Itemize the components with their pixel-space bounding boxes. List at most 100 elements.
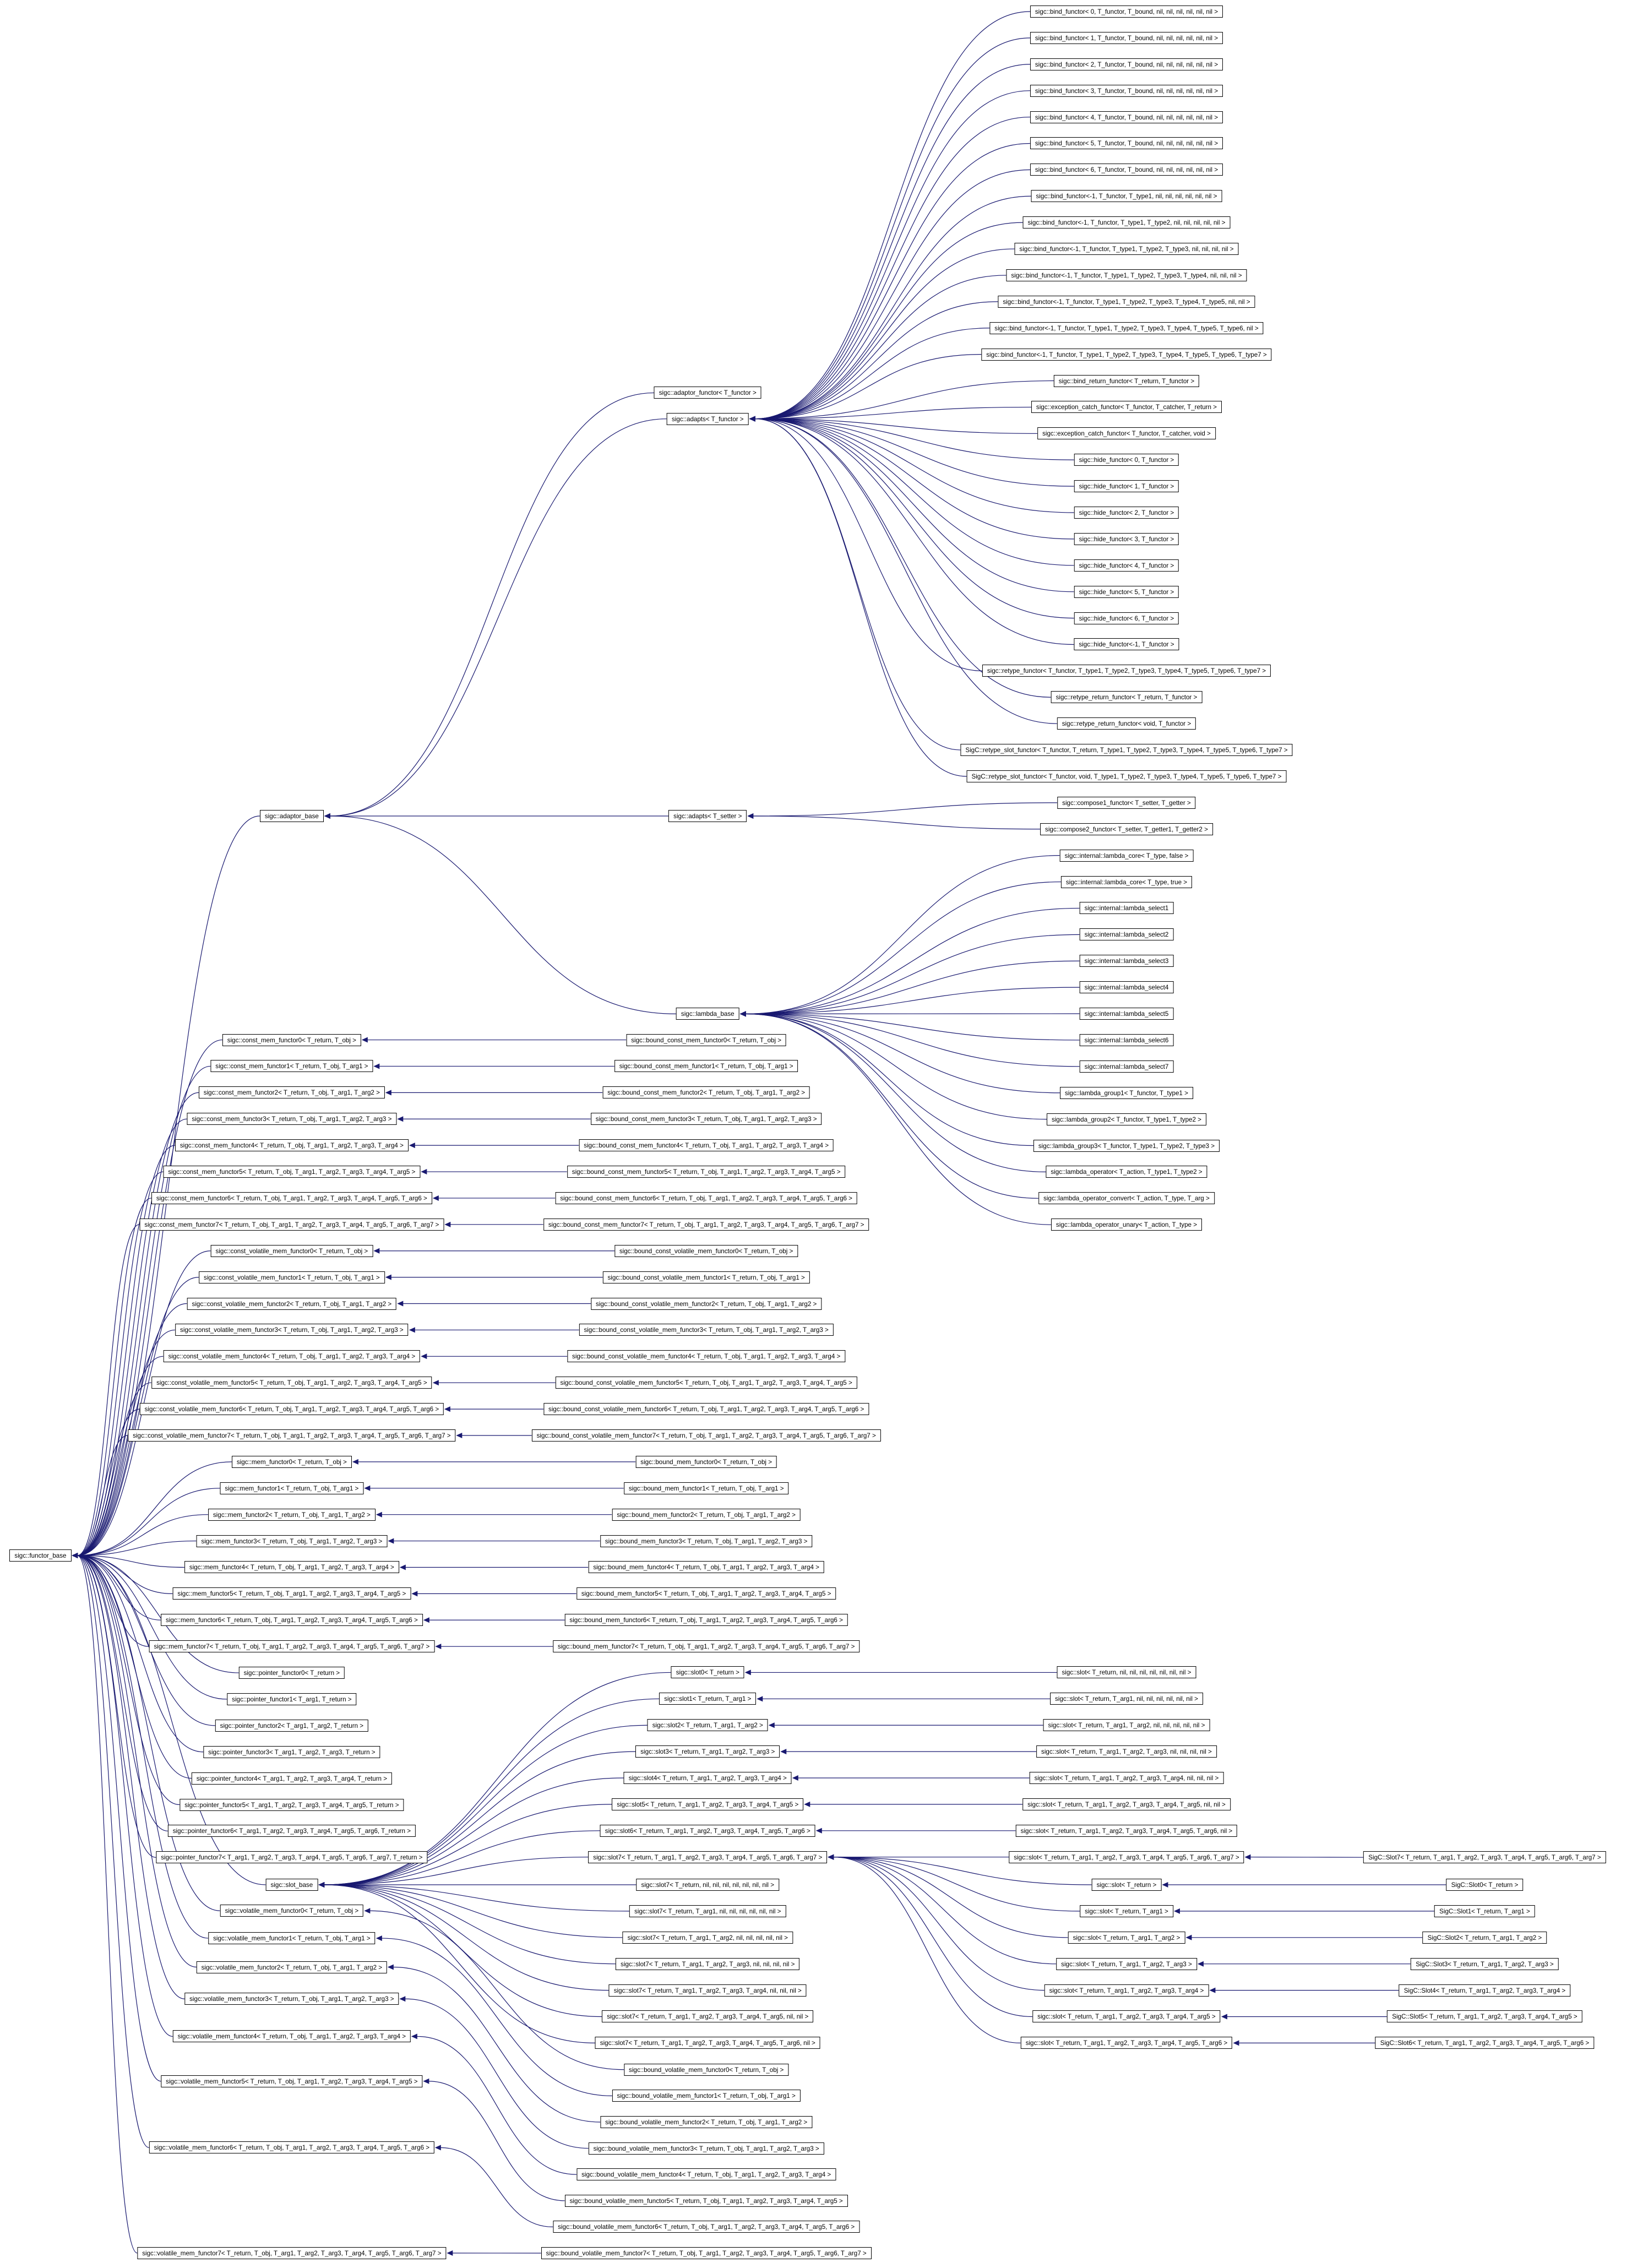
class-node[interactable]: sigc::const_mem_functor5< T_return, T_ob… xyxy=(163,1166,421,1178)
class-node[interactable]: sigc::const_volatile_mem_functor2< T_ret… xyxy=(187,1297,397,1310)
class-node[interactable]: sigc::bound_const_volatile_mem_functor3<… xyxy=(579,1324,834,1336)
class-node[interactable]: sigc::bound_mem_functor6< T_return, T_ob… xyxy=(564,1614,848,1627)
class-node[interactable]: sigc::volatile_mem_functor7< T_return, T… xyxy=(137,2247,447,2259)
class-node[interactable]: sigc::internal::lambda_select5 xyxy=(1079,1008,1174,1020)
class-node[interactable]: sigc::hide_functor< 0, T_functor > xyxy=(1074,454,1179,466)
class-node[interactable]: sigc::bind_functor<-1, T_functor, T_type… xyxy=(981,348,1272,361)
class-node[interactable]: sigc::adaptor_functor< T_functor > xyxy=(654,387,761,399)
class-node[interactable]: sigc::slot< T_return, T_arg1, T_arg2, T_… xyxy=(1056,1957,1197,1970)
class-node[interactable]: SigC::Slot4< T_return, T_arg1, T_arg2, T… xyxy=(1399,1984,1571,1997)
class-node[interactable]: sigc::bound_mem_functor2< T_return, T_ob… xyxy=(612,1508,801,1521)
class-node[interactable]: sigc::bind_functor<-1, T_functor, T_type… xyxy=(1006,269,1247,281)
class-node[interactable]: sigc::compose2_functor< T_setter, T_gett… xyxy=(1040,823,1213,835)
class-node[interactable]: sigc::internal::lambda_select4 xyxy=(1079,981,1174,994)
class-node[interactable]: sigc::bound_const_volatile_mem_functor4<… xyxy=(567,1350,846,1363)
class-node[interactable]: sigc::bound_mem_functor5< T_return, T_ob… xyxy=(576,1587,836,1600)
class-node[interactable]: sigc::bound_const_mem_functor0< T_return… xyxy=(626,1034,787,1046)
class-node[interactable]: sigc::retype_functor< T_functor, T_type1… xyxy=(982,665,1271,677)
class-node[interactable]: sigc::volatile_mem_functor4< T_return, T… xyxy=(172,2030,411,2043)
class-node[interactable]: sigc::hide_functor<-1, T_functor > xyxy=(1074,638,1179,651)
class-node[interactable]: sigc::volatile_mem_functor6< T_return, T… xyxy=(149,2141,435,2154)
class-node[interactable]: sigc::slot2< T_return, T_arg1, T_arg2 > xyxy=(647,1719,768,1732)
class-node[interactable]: sigc::lambda_base xyxy=(676,1008,739,1020)
class-node[interactable]: sigc::mem_functor7< T_return, T_obj, T_a… xyxy=(149,1640,435,1653)
class-node[interactable]: sigc::slot7< T_return, T_arg1, T_arg2, T… xyxy=(595,2037,820,2049)
class-node[interactable]: sigc::bind_functor<-1, T_functor, T_type… xyxy=(989,322,1264,334)
class-node[interactable]: sigc::mem_functor5< T_return, T_obj, T_a… xyxy=(172,1587,411,1600)
class-node[interactable]: sigc::compose1_functor< T_setter, T_gett… xyxy=(1057,796,1196,809)
class-node[interactable]: sigc::mem_functor2< T_return, T_obj, T_a… xyxy=(208,1508,376,1521)
class-node[interactable]: sigc::bound_const_volatile_mem_functor0<… xyxy=(614,1244,798,1257)
class-node[interactable]: sigc::slot_base xyxy=(265,1879,318,1891)
class-node[interactable]: sigc::functor_base xyxy=(9,1549,72,1562)
class-node[interactable]: sigc::pointer_functor0< T_return > xyxy=(238,1667,345,1679)
class-node[interactable]: sigc::mem_functor4< T_return, T_obj, T_a… xyxy=(184,1561,399,1574)
class-node[interactable]: sigc::slot7< T_return, T_arg1, T_arg2, T… xyxy=(608,1984,807,1997)
class-node[interactable]: sigc::slot< T_return, T_arg1, nil, nil, … xyxy=(1049,1693,1203,1705)
class-node[interactable]: sigc::bind_functor< 2, T_functor, T_boun… xyxy=(1030,58,1223,70)
class-node[interactable]: sigc::internal::lambda_select2 xyxy=(1079,928,1174,941)
class-node[interactable]: sigc::adapts< T_setter > xyxy=(668,809,747,822)
class-node[interactable]: sigc::bound_const_volatile_mem_functor2<… xyxy=(590,1297,822,1310)
class-node[interactable]: sigc::const_mem_functor1< T_return, T_ob… xyxy=(210,1060,373,1073)
class-node[interactable]: sigc::slot7< T_return, T_arg1, T_arg2, T… xyxy=(616,1957,800,1970)
class-node[interactable]: sigc::slot4< T_return, T_arg1, T_arg2, T… xyxy=(623,1772,792,1785)
class-node[interactable]: sigc::bound_volatile_mem_functor4< T_ret… xyxy=(576,2168,836,2181)
class-node[interactable]: SigC::Slot0< T_return > xyxy=(1446,1879,1524,1891)
class-node[interactable]: sigc::volatile_mem_functor2< T_return, T… xyxy=(196,1961,388,1973)
class-node[interactable]: sigc::bind_functor< 1, T_functor, T_boun… xyxy=(1030,31,1223,44)
class-node[interactable]: SigC::retype_slot_functor< T_functor, vo… xyxy=(966,770,1287,782)
class-node[interactable]: sigc::pointer_functor5< T_arg1, T_arg2, … xyxy=(179,1798,404,1811)
class-node[interactable]: sigc::const_mem_functor2< T_return, T_ob… xyxy=(198,1086,385,1099)
class-node[interactable]: sigc::internal::lambda_core< T_type, fal… xyxy=(1059,849,1194,862)
class-node[interactable]: sigc::bind_functor< 6, T_functor, T_boun… xyxy=(1030,164,1223,176)
class-node[interactable]: sigc::volatile_mem_functor3< T_return, T… xyxy=(184,1993,399,2005)
class-node[interactable]: sigc::internal::lambda_select3 xyxy=(1079,955,1174,967)
class-node[interactable]: sigc::const_mem_functor4< T_return, T_ob… xyxy=(175,1139,409,1152)
class-node[interactable]: SigC::Slot7< T_return, T_arg1, T_arg2, T… xyxy=(1363,1851,1606,1864)
class-node[interactable]: sigc::slot1< T_return, T_arg1 > xyxy=(659,1693,757,1705)
class-node[interactable]: sigc::bound_const_mem_functor7< T_return… xyxy=(543,1218,869,1231)
class-node[interactable]: sigc::slot< T_return, T_arg1, T_arg2, T_… xyxy=(1032,2010,1221,2023)
class-node[interactable]: sigc::slot7< T_return, T_arg1, T_arg2, T… xyxy=(588,1851,828,1863)
class-node[interactable]: sigc::bound_const_volatile_mem_functor6<… xyxy=(543,1403,869,1416)
class-node[interactable]: sigc::const_volatile_mem_functor3< T_ret… xyxy=(175,1324,409,1336)
class-node[interactable]: sigc::slot< T_return, T_arg1, T_arg2, T_… xyxy=(1009,1851,1244,1863)
class-node[interactable]: sigc::bound_volatile_mem_functor6< T_ret… xyxy=(553,2221,860,2233)
class-node[interactable]: sigc::const_volatile_mem_functor1< T_ret… xyxy=(199,1271,385,1283)
class-node[interactable]: sigc::internal::lambda_select6 xyxy=(1079,1034,1174,1046)
class-node[interactable]: sigc::volatile_mem_functor0< T_return, T… xyxy=(220,1905,364,1917)
class-node[interactable]: sigc::bind_functor<-1, T_functor, T_type… xyxy=(1014,243,1239,255)
class-node[interactable]: sigc::pointer_functor2< T_arg1, T_arg2, … xyxy=(215,1719,369,1732)
class-node[interactable]: sigc::bound_const_mem_functor5< T_return… xyxy=(567,1166,846,1178)
class-node[interactable]: sigc::slot6< T_return, T_arg1, T_arg2, T… xyxy=(600,1824,815,1837)
class-node[interactable]: sigc::hide_functor< 3, T_functor > xyxy=(1074,532,1179,545)
class-node[interactable]: sigc::bound_mem_functor3< T_return, T_ob… xyxy=(600,1535,813,1547)
class-node[interactable]: sigc::retype_return_functor< T_return, T… xyxy=(1051,691,1203,704)
class-node[interactable]: sigc::mem_functor1< T_return, T_obj, T_a… xyxy=(220,1482,364,1494)
class-node[interactable]: sigc::bound_const_volatile_mem_functor5<… xyxy=(555,1377,857,1389)
class-node[interactable]: SigC::Slot3< T_return, T_arg1, T_arg2, T… xyxy=(1411,1957,1559,1970)
class-node[interactable]: sigc::bound_volatile_mem_functor0< T_ret… xyxy=(624,2063,789,2076)
class-node[interactable]: sigc::retype_return_functor< void, T_fun… xyxy=(1057,717,1196,730)
class-node[interactable]: sigc::bound_volatile_mem_functor5< T_ret… xyxy=(564,2194,848,2207)
class-node[interactable]: sigc::bound_mem_functor0< T_return, T_ob… xyxy=(635,1455,777,1468)
class-node[interactable]: sigc::pointer_functor7< T_arg1, T_arg2, … xyxy=(156,1851,428,1864)
class-node[interactable]: SigC::Slot5< T_return, T_arg1, T_arg2, T… xyxy=(1387,2010,1582,2023)
class-node[interactable]: sigc::bound_mem_functor1< T_return, T_ob… xyxy=(623,1482,789,1494)
class-node[interactable]: sigc::bound_volatile_mem_functor3< T_ret… xyxy=(588,2142,824,2155)
class-node[interactable]: sigc::hide_functor< 5, T_functor > xyxy=(1074,585,1179,598)
class-node[interactable]: sigc::slot< T_return, T_arg1, T_arg2, T_… xyxy=(1044,1984,1209,1997)
class-node[interactable]: sigc::slot7< T_return, nil, nil, nil, ni… xyxy=(636,1879,779,1891)
class-node[interactable]: sigc::bind_functor< 0, T_functor, T_boun… xyxy=(1030,5,1223,18)
class-node[interactable]: sigc::slot7< T_return, T_arg1, T_arg2, T… xyxy=(602,2010,814,2023)
class-node[interactable]: sigc::adapts< T_functor > xyxy=(666,412,749,425)
class-node[interactable]: sigc::mem_functor6< T_return, T_obj, T_a… xyxy=(160,1614,423,1627)
class-node[interactable]: sigc::const_mem_functor6< T_return, T_ob… xyxy=(151,1192,432,1204)
class-node[interactable]: sigc::bound_const_mem_functor6< T_return… xyxy=(555,1192,857,1204)
class-node[interactable]: sigc::exception_catch_functor< T_functor… xyxy=(1031,401,1222,414)
class-node[interactable]: sigc::lambda_operator_unary< T_action, T… xyxy=(1051,1219,1202,1231)
class-node[interactable]: sigc::const_volatile_mem_functor6< T_ret… xyxy=(139,1403,444,1416)
class-node[interactable]: sigc::lambda_group3< T_functor, T_type1,… xyxy=(1033,1139,1220,1152)
class-node[interactable]: sigc::bind_functor<-1, T_functor, T_type… xyxy=(1031,190,1222,203)
